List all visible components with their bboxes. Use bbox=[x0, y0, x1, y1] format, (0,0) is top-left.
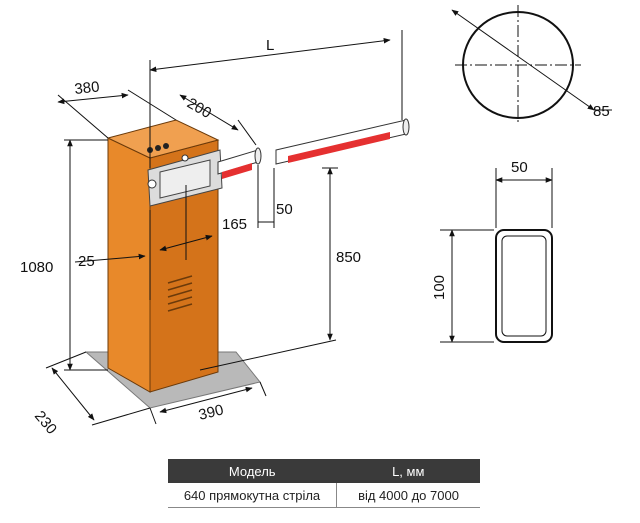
bracket-bolt bbox=[147, 179, 157, 189]
dim-label-380: 380 bbox=[74, 78, 101, 98]
dim-label-200: 200 bbox=[184, 95, 214, 122]
spec-table: Модель L, мм 640 прямокутна стріла від 4… bbox=[168, 459, 480, 508]
table-row: 640 прямокутна стріла від 4000 до 7000 bbox=[168, 483, 480, 508]
beam-stub bbox=[217, 147, 262, 179]
rect-beam-section bbox=[440, 168, 553, 343]
bracket-bolt bbox=[181, 154, 189, 162]
round-beam-section bbox=[451, 5, 612, 125]
beam-section bbox=[275, 118, 410, 165]
dim-label-L: L bbox=[266, 37, 274, 54]
table-cell-model: 640 прямокутна стріла bbox=[168, 483, 337, 508]
dim-label-1080: 1080 bbox=[20, 259, 53, 276]
dim-label-50-width: 50 bbox=[511, 159, 528, 176]
dim-label-25: 25 bbox=[78, 253, 95, 270]
table-header-length: L, мм bbox=[336, 459, 480, 483]
beam-mount-plate bbox=[159, 159, 211, 199]
dim-label-85: 85 bbox=[593, 103, 610, 120]
dim-label-390: 390 bbox=[197, 401, 225, 424]
housing-front-face bbox=[107, 137, 151, 393]
table-cell-length: від 4000 до 7000 bbox=[336, 483, 480, 508]
dim-label-165: 165 bbox=[222, 216, 247, 233]
table-header-row: Модель L, мм bbox=[168, 459, 480, 483]
table-header-model: Модель bbox=[168, 459, 337, 483]
barrier-technical-drawing: L 380 200 50 165 25 1080 850 230 390 85 … bbox=[20, 5, 612, 438]
dim-label-50-gap: 50 bbox=[276, 201, 293, 218]
ventilation-grille bbox=[167, 275, 193, 312]
dim-label-230: 230 bbox=[31, 408, 60, 438]
dim-label-100: 100 bbox=[431, 275, 448, 300]
dim-label-850: 850 bbox=[336, 249, 361, 266]
